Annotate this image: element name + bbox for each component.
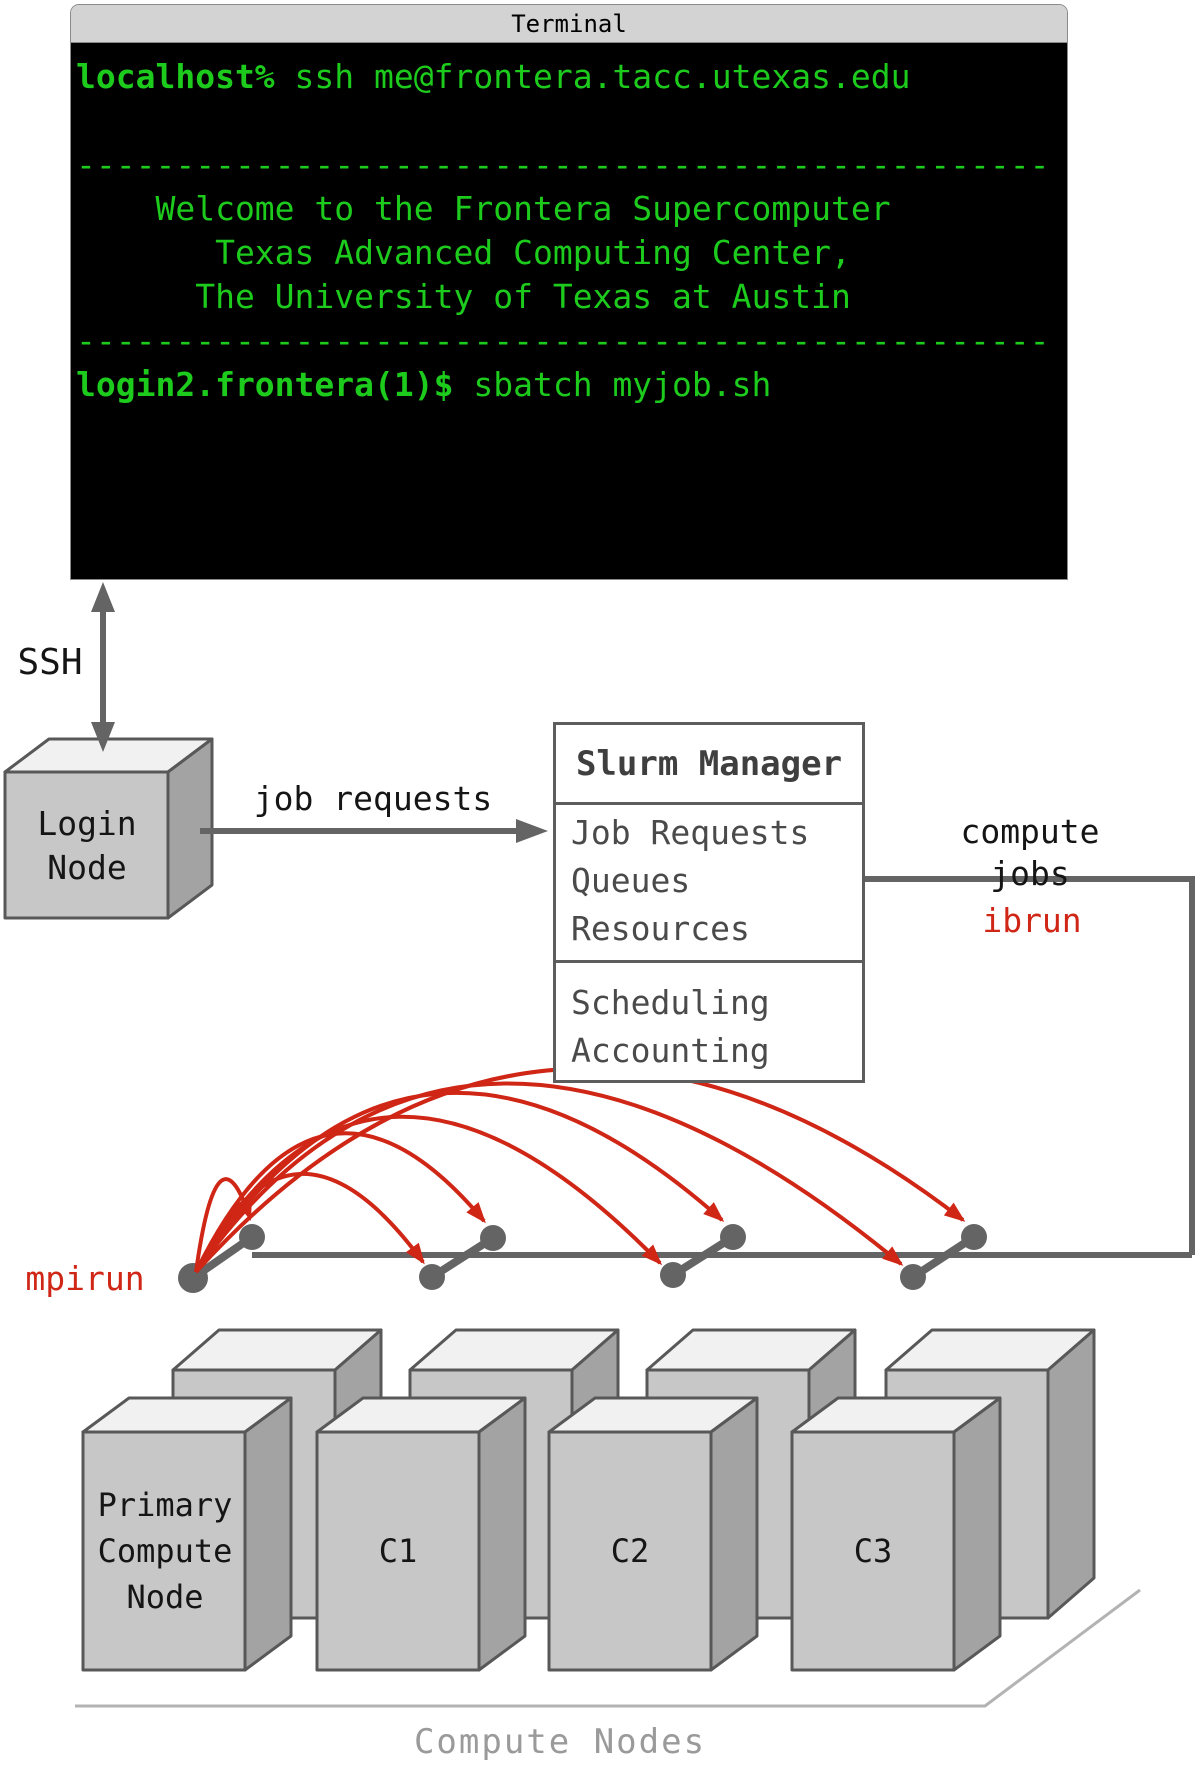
slurm-row-queues: Queues — [571, 861, 691, 900]
terminal-banner-line-3: The University of Texas at Austin — [76, 277, 851, 316]
slurm-row-scheduling: Scheduling — [571, 983, 770, 1022]
process-slot-markers — [178, 1224, 987, 1293]
mpirun-arc-c3-low — [194, 1081, 904, 1274]
terminal-title: Terminal — [511, 9, 627, 38]
cube-node-c3 — [790, 1396, 1002, 1672]
mpirun-label: mpirun — [25, 1259, 145, 1298]
marker-node-c3 — [900, 1224, 987, 1290]
terminal-window: Terminal localhost% ssh me@frontera.tacc… — [70, 4, 1068, 580]
terminal-prompt-localhost: localhost% — [76, 57, 275, 96]
terminal-separator: ----------------------------------------… — [76, 145, 1050, 184]
terminal-body: localhost% ssh me@frontera.tacc.utexas.e… — [71, 43, 1067, 579]
ssh-arrow — [91, 582, 115, 752]
login-node-label: Login Node — [37, 804, 137, 887]
slurm-row-resources: Resources — [571, 909, 750, 948]
terminal-line-ssh-command: localhost% ssh me@frontera.tacc.utexas.e… — [76, 55, 1062, 99]
marker-node-c1 — [419, 1225, 506, 1290]
job-requests-arrow — [200, 819, 548, 843]
ssh-label: SSH — [17, 642, 83, 683]
cube-primary-compute-node — [81, 1396, 293, 1672]
node-c1-label: C1 — [378, 1532, 418, 1570]
terminal-command-sbatch: sbatch myjob.sh — [453, 365, 772, 404]
terminal-line-sbatch-command: login2.frontera(1)$ sbatch myjob.sh — [76, 363, 1062, 407]
mpirun-arc-c3-high — [194, 1066, 966, 1274]
ibrun-label: ibrun — [982, 901, 1082, 940]
terminal-titlebar: Terminal — [71, 5, 1067, 43]
mpirun-arc-c1-high — [194, 1131, 486, 1273]
terminal-command-ssh: ssh me@frontera.tacc.utexas.edu — [274, 57, 911, 96]
slurm-manager-box: Slurm Manager Job Requests Queues Resour… — [553, 722, 865, 1083]
mpirun-arc-c2-low — [194, 1114, 663, 1273]
node-c3-label: C3 — [853, 1532, 893, 1570]
slurm-row-accounting: Accounting — [571, 1031, 770, 1070]
slurm-state-section: Job Requests Queues Resources — [556, 802, 862, 960]
compute-jobs-connector — [865, 876, 1195, 1255]
node-c2-label: C2 — [610, 1532, 650, 1570]
terminal-blank-line — [76, 99, 1062, 143]
marker-primary-node — [178, 1224, 265, 1293]
marker-node-c2 — [660, 1224, 746, 1288]
terminal-prompt-login2: login2.frontera(1)$ — [76, 365, 454, 404]
terminal-separator: ----------------------------------------… — [76, 321, 1050, 360]
cube-node-c2 — [547, 1396, 759, 1672]
terminal-banner-line-2: Texas Advanced Computing Center, — [76, 233, 851, 272]
job-requests-label: job requests — [253, 779, 493, 818]
primary-compute-node-label: Primary Compute Node — [97, 1486, 233, 1616]
slurm-manager-title: Slurm Manager — [575, 743, 843, 784]
slurm-function-section: Scheduling Accounting — [556, 960, 862, 1080]
mpirun-arc-c2-high — [194, 1090, 725, 1274]
terminal-banner-line-1: Welcome to the Frontera Supercomputer — [76, 189, 891, 228]
floor-edge-line — [75, 1588, 1141, 1708]
slurm-row-job-requests: Job Requests — [571, 813, 810, 852]
compute-jobs-label: compute jobs — [960, 812, 1100, 893]
cube-node-c1 — [315, 1396, 527, 1672]
mpirun-arcs — [194, 1066, 966, 1274]
cube-login-node — [3, 737, 214, 920]
compute-nodes-caption: Compute Nodes — [413, 1722, 707, 1762]
